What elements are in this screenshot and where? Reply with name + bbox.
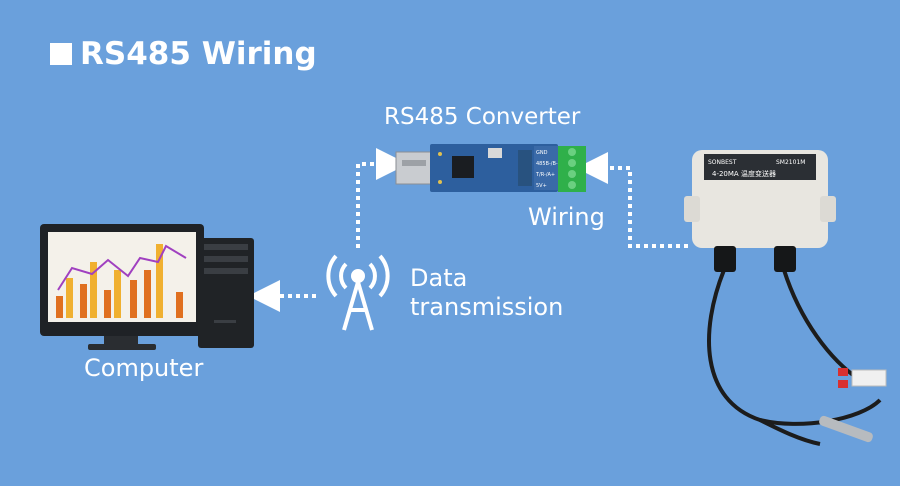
title-bullet-icon bbox=[50, 43, 72, 65]
converter-pin-labels: GND 485B-/B- T/R-/A+ 5V+ bbox=[535, 150, 558, 189]
pin-a-label: T/R-/A+ bbox=[535, 172, 555, 178]
transmitter-spec: 4-20MA 温度变送器 bbox=[712, 169, 776, 178]
pin-b-label: 485B-/B- bbox=[536, 161, 558, 167]
converter-label: RS485 Converter bbox=[384, 104, 581, 130]
data-transmission-label-line2: transmission bbox=[410, 293, 564, 321]
screen-chart-bars bbox=[56, 244, 183, 318]
link-transmitter-to-converter bbox=[576, 152, 688, 248]
screen-chart-line bbox=[57, 244, 187, 291]
pin-gnd-label: GND bbox=[536, 150, 548, 156]
transmitter-device bbox=[684, 150, 887, 446]
transmitter-labels: SONBEST SM2101M 4-20MA 温度变送器 bbox=[708, 159, 805, 178]
transmitter-model: SM2101M bbox=[776, 159, 805, 166]
antenna-icon bbox=[326, 254, 390, 331]
converter-board bbox=[395, 144, 586, 192]
computer-icon bbox=[40, 224, 254, 350]
link-antenna-to-converter bbox=[356, 148, 408, 248]
title-text: RS485 Wiring bbox=[80, 36, 317, 72]
computer-label: Computer bbox=[84, 354, 204, 382]
page-title: RS485 Wiring bbox=[50, 36, 317, 72]
wiring-label: Wiring bbox=[528, 203, 605, 231]
pin-5v-label: 5V+ bbox=[536, 183, 547, 189]
data-transmission-label-line1: Data bbox=[410, 264, 468, 292]
transmitter-brand: SONBEST bbox=[708, 159, 737, 166]
